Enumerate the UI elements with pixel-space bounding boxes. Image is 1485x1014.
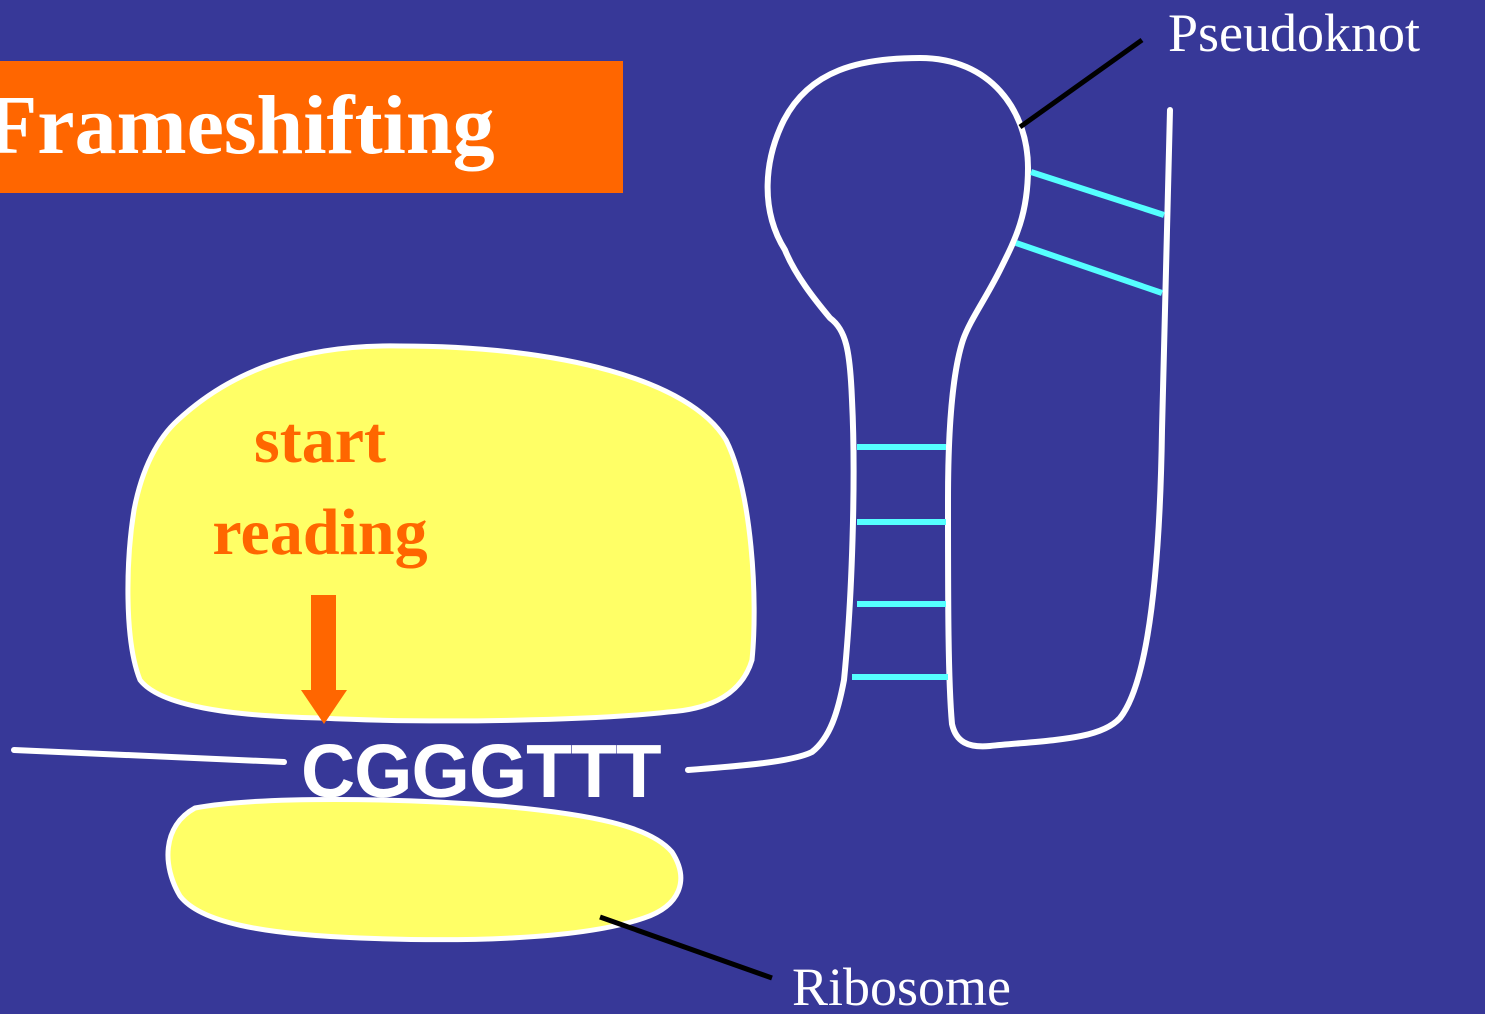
pseudoknot-label: Pseudoknot [1168, 6, 1420, 60]
mrna-sequence: CGGGTTT [301, 734, 661, 809]
reading-arrow-shaft [311, 595, 336, 691]
slide-title: Frameshifting [0, 84, 495, 168]
start-reading-line2: reading [180, 500, 460, 566]
ribosome-label: Ribosome [792, 960, 1011, 1014]
start-reading-line1: start [180, 408, 460, 474]
